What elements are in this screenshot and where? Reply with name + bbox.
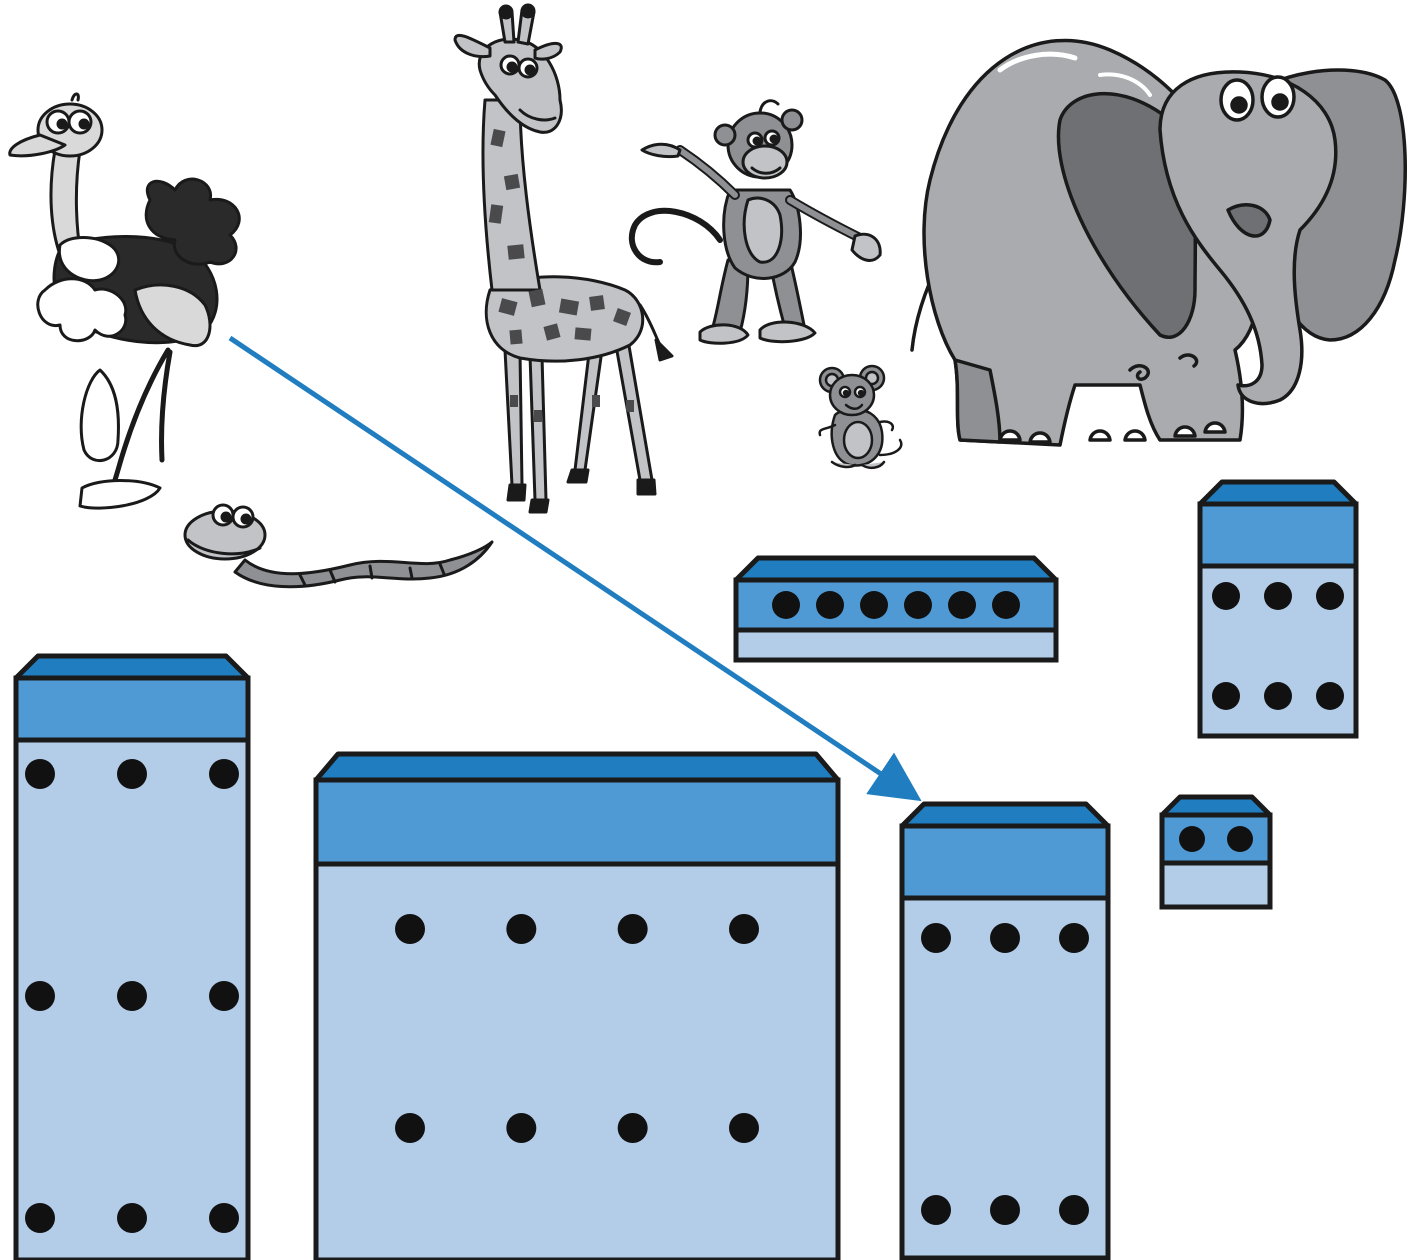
crate-band: [1197, 501, 1359, 569]
air-hole: [395, 914, 425, 944]
air-hole: [1212, 682, 1240, 710]
air-hole: [729, 914, 759, 944]
crate-lid: [13, 653, 251, 681]
air-hole: [617, 914, 648, 944]
air-hole: [948, 591, 976, 619]
air-hole: [990, 923, 1020, 953]
air-hole: [25, 1203, 55, 1233]
air-hole: [117, 1203, 147, 1233]
air-hole: [117, 759, 147, 789]
air-hole: [921, 923, 951, 953]
crate-tall-left[interactable]: [13, 653, 251, 1260]
crate-lid: [313, 751, 841, 783]
air-hole: [1212, 582, 1240, 610]
air-hole: [992, 591, 1020, 619]
air-hole: [772, 591, 800, 619]
air-hole: [1316, 682, 1344, 710]
air-hole: [617, 1113, 648, 1143]
air-hole: [921, 1195, 951, 1225]
crate-lid: [1197, 479, 1359, 507]
crate-band: [1159, 812, 1273, 866]
ostrich-icon[interactable]: [8, 92, 241, 510]
crate-band: [899, 823, 1111, 901]
air-hole: [25, 981, 55, 1011]
air-hole: [1316, 582, 1344, 610]
air-hole: [1227, 826, 1253, 852]
snake-icon[interactable]: [183, 503, 494, 589]
air-hole: [1059, 923, 1089, 953]
air-hole: [1059, 1195, 1089, 1225]
air-hole: [506, 914, 537, 944]
air-hole: [25, 759, 55, 789]
air-hole: [209, 759, 239, 789]
air-hole: [1264, 582, 1292, 610]
air-hole: [117, 981, 147, 1011]
elephant-icon[interactable]: [910, 38, 1407, 447]
crate-lid: [733, 555, 1059, 583]
air-hole: [904, 591, 932, 619]
crate-lid: [899, 801, 1111, 829]
crate-small-right[interactable]: [1159, 794, 1273, 910]
monkey-icon[interactable]: [628, 99, 882, 345]
matching-arrow: [228, 335, 922, 802]
crate-lid: [1159, 794, 1273, 818]
giraffe-icon[interactable]: [453, 3, 674, 514]
crate-medium-target[interactable]: [899, 801, 1111, 1260]
air-hole: [209, 981, 239, 1011]
crate-flat-long[interactable]: [733, 555, 1059, 663]
air-hole: [729, 1113, 759, 1143]
air-hole: [506, 1113, 537, 1143]
crates-layer: [13, 479, 1359, 1260]
mouse-icon[interactable]: [818, 364, 903, 470]
air-hole: [395, 1113, 425, 1143]
air-hole: [816, 591, 844, 619]
crate-medium-right[interactable]: [1197, 479, 1359, 739]
crate-band: [13, 675, 251, 743]
air-hole: [860, 591, 888, 619]
air-hole: [1264, 682, 1292, 710]
air-hole: [990, 1195, 1020, 1225]
crate-large-center[interactable]: [313, 751, 841, 1260]
air-hole: [1179, 826, 1205, 852]
air-hole: [209, 1203, 239, 1233]
crate-band: [313, 777, 841, 867]
